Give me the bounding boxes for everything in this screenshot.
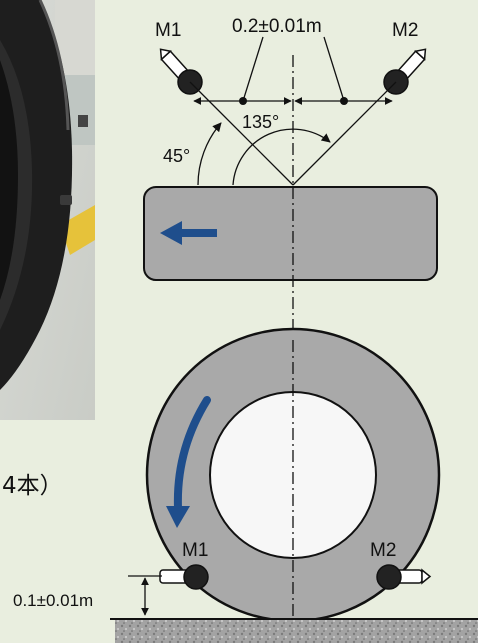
- label-m1-side: M1: [182, 540, 208, 561]
- mic-m1-side: [159, 564, 209, 590]
- mic-m2-side: [376, 564, 432, 590]
- label-m2-side: M2: [370, 540, 396, 561]
- tire-tread-edge: [38, 0, 70, 131]
- label-angle-45: 45°: [163, 146, 190, 166]
- curved-arrow-icon: [166, 396, 211, 528]
- ground-surface: [115, 620, 478, 643]
- photo-caption: 4本）: [2, 473, 63, 499]
- leader-right: [323, 36, 345, 102]
- label-m2-top: M2: [392, 20, 418, 41]
- line-m2-to-center: [292, 81, 397, 186]
- mic-m2-top: [383, 48, 427, 95]
- line-m1-to-center: [189, 81, 294, 186]
- angle-arc-135: [232, 128, 331, 186]
- valve-stem: [60, 195, 72, 205]
- leader-left: [242, 36, 264, 102]
- label-m1-top: M1: [155, 20, 181, 41]
- floor-yellow-line: [60, 205, 95, 255]
- floor-object: [78, 115, 88, 127]
- tire-photo: [0, 0, 95, 420]
- arrow-left-icon: [160, 221, 217, 245]
- label-spacing: 0.2±0.01m: [232, 16, 322, 37]
- angle-arc-45: [197, 122, 222, 186]
- tire-top-view: [143, 186, 438, 281]
- wheel-rim: [0, 60, 18, 300]
- label-height: 0.1±0.01m: [13, 591, 93, 610]
- label-angle-135: 135°: [242, 112, 279, 132]
